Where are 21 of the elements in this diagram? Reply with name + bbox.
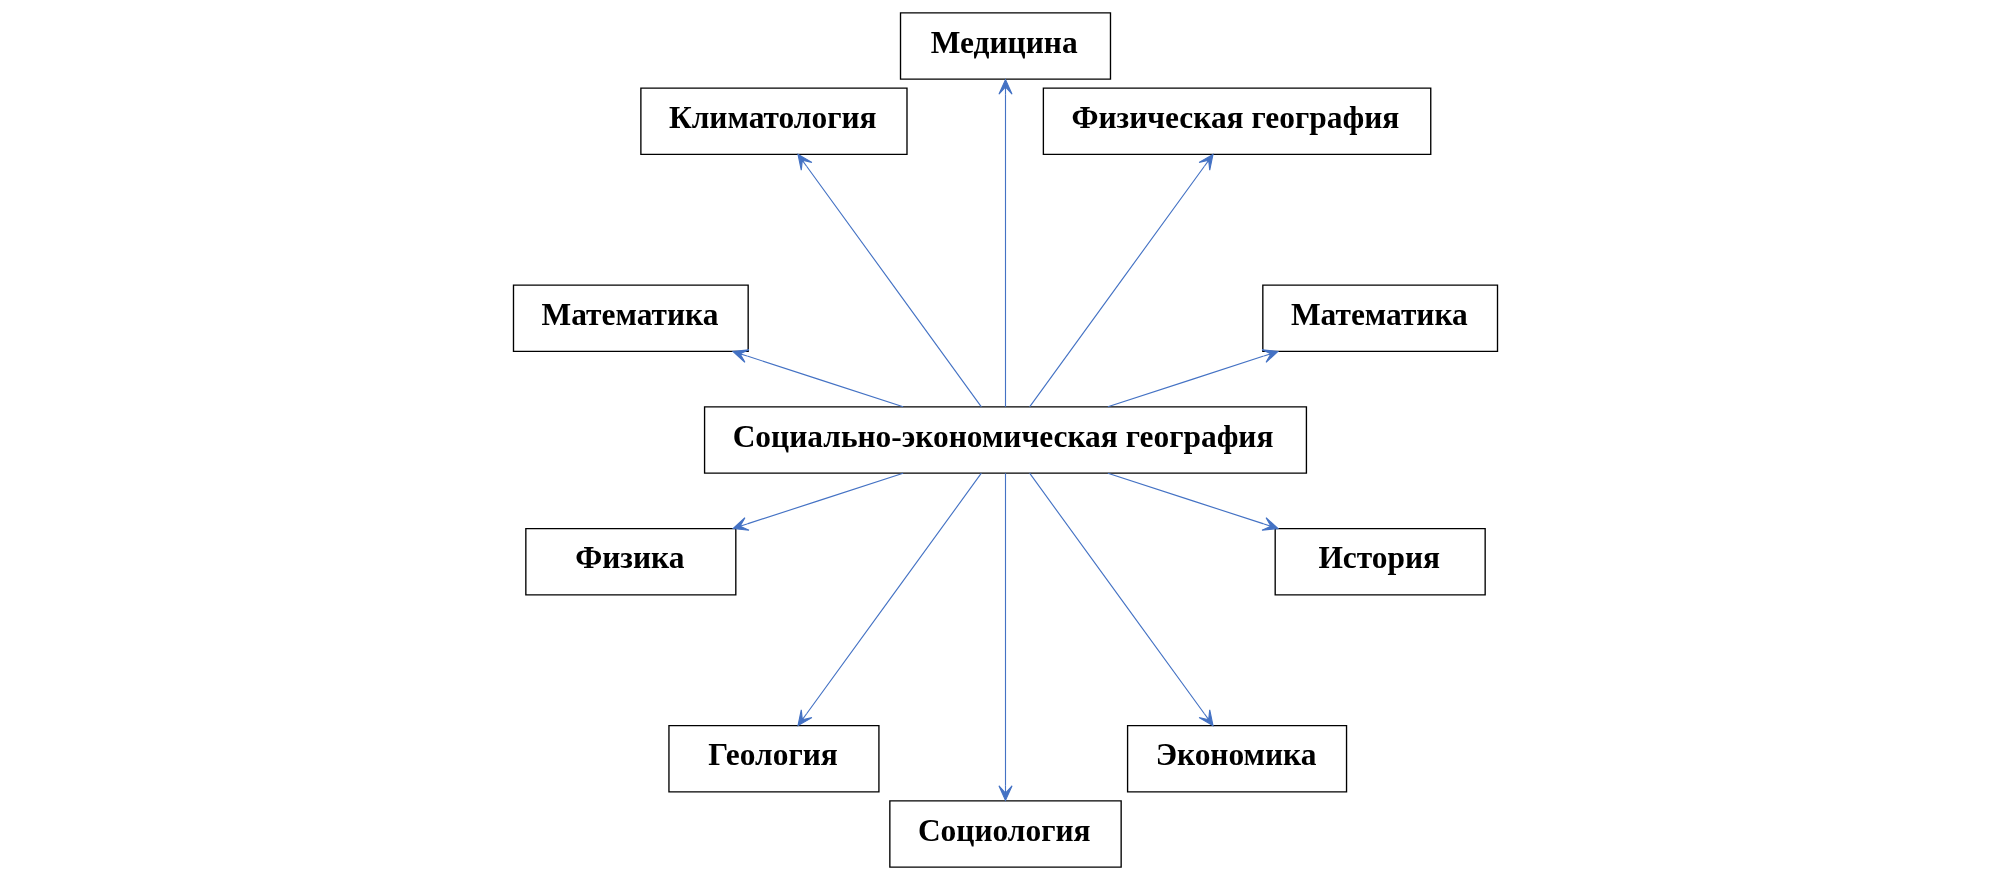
node-box: Математика: [512, 284, 749, 353]
node-box: Физическая география: [1042, 87, 1432, 156]
arrow: [797, 153, 982, 408]
arrow: [732, 349, 904, 408]
node-box: История: [1274, 527, 1486, 596]
node-box: Социально-экономическая география: [703, 406, 1308, 474]
arrow: [1029, 472, 1214, 727]
node-box: Медицина: [899, 12, 1112, 80]
node-box: Социология: [889, 800, 1122, 868]
arrow: [1107, 349, 1279, 408]
node-box: Математика: [1262, 284, 1499, 353]
arrow: [998, 472, 1013, 801]
node-box: Экономика: [1126, 724, 1348, 793]
arrow: [1029, 153, 1214, 408]
node-box: Физика: [525, 527, 737, 596]
node-box: Геология: [668, 724, 880, 793]
node-box: Климатология: [640, 87, 908, 156]
arrow: [797, 472, 982, 727]
arrow: [1107, 472, 1279, 531]
arrow: [998, 79, 1013, 408]
arrow: [732, 472, 904, 531]
